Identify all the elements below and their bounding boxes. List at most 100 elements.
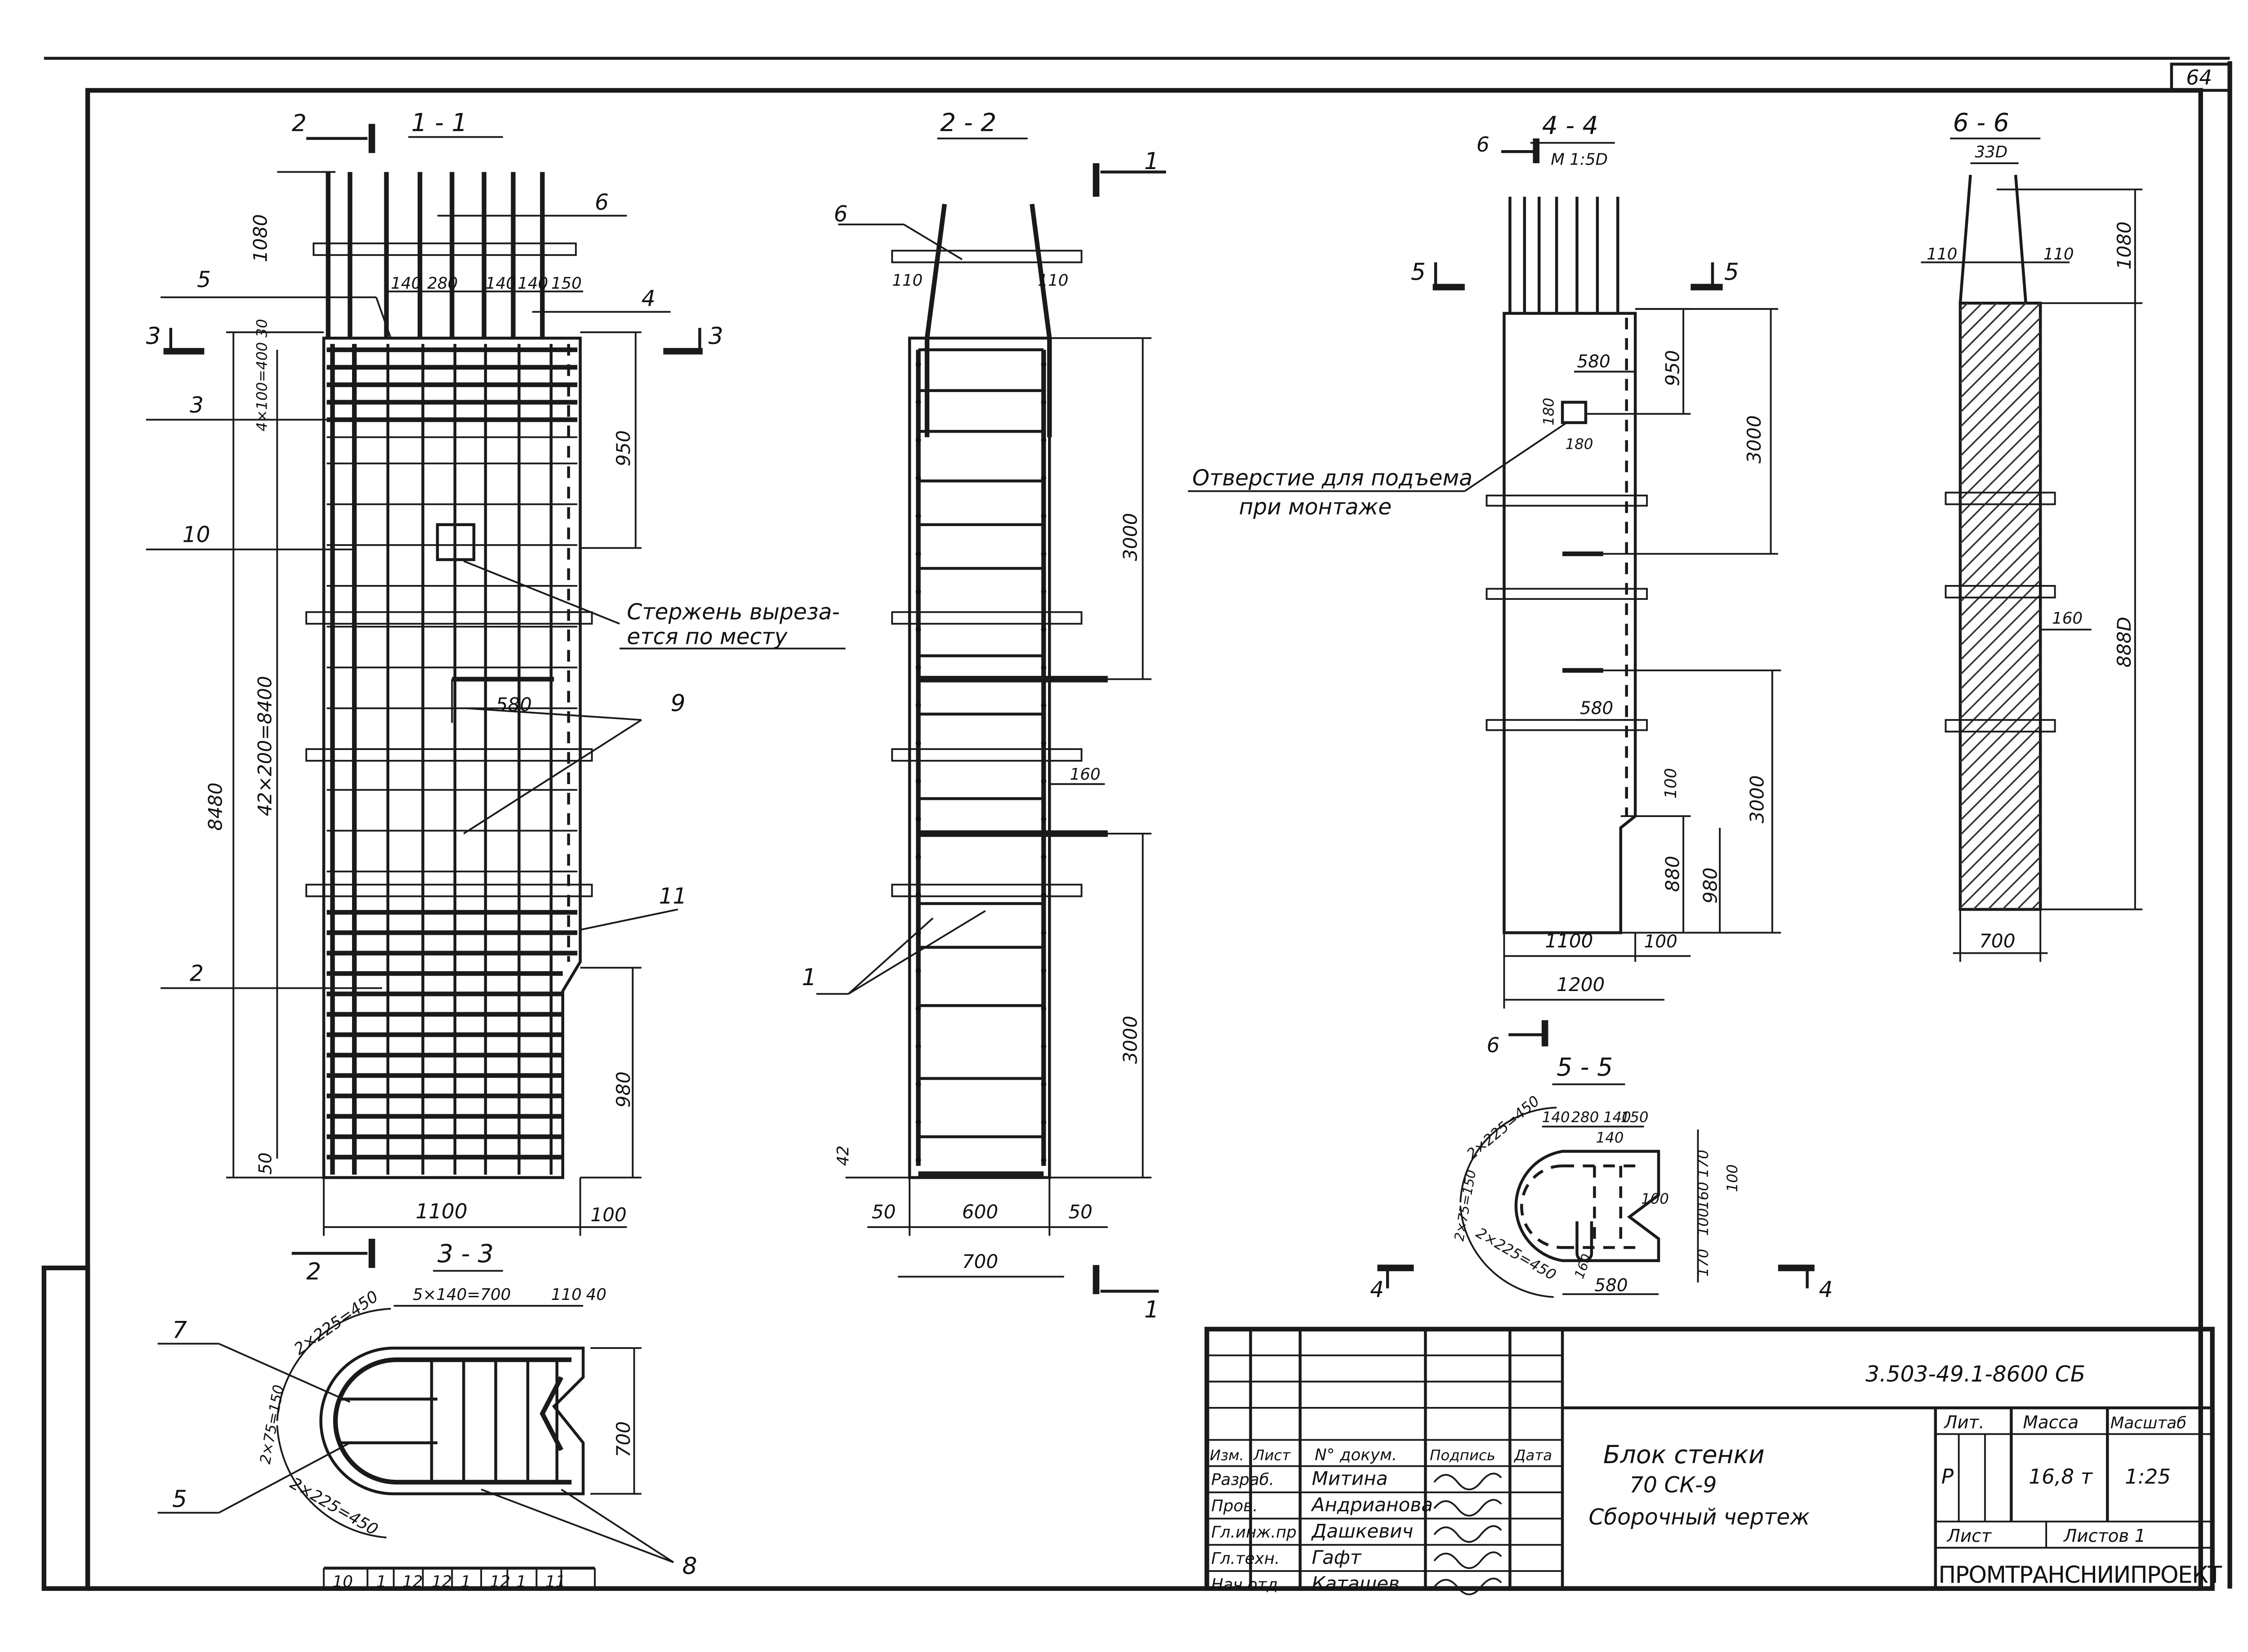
dim-55-140b: 140: [1603, 1109, 1631, 1126]
cut-1-bottom-label: 1: [1144, 1296, 1159, 1323]
hatch-line: [2031, 900, 2041, 910]
dim-11-100: 100: [590, 1204, 626, 1226]
callout-11: 11: [659, 884, 687, 909]
bar-dot: [915, 1119, 921, 1125]
bar-dot: [915, 702, 921, 708]
dim-66-110b: 110: [2043, 245, 2074, 263]
bar-dot: [1041, 1157, 1047, 1163]
bar-dot: [915, 665, 921, 670]
section-2-2: 2 - 2 1 110 110 3000 3000 160 42 50 600: [802, 108, 1166, 1323]
hatch-line: [1987, 856, 2041, 910]
panel-2-2-outline: [908, 336, 1051, 1179]
section-1-1: 1 - 1 2: [146, 108, 846, 1286]
bar-dot: [1041, 854, 1047, 860]
bar-dot: [1041, 930, 1047, 936]
hatch-line: [1959, 813, 2041, 894]
hatch-line: [2016, 885, 2041, 910]
dim-55-160b: 160: [1571, 1252, 1594, 1281]
bar-dot: [915, 399, 921, 405]
vertical-rebars-1-1: [330, 344, 570, 1175]
cut-5-right-label: 5: [1724, 259, 1739, 286]
hatching-6-6: [1959, 302, 2041, 910]
dim-44-1200: 1200: [1557, 973, 1605, 996]
dim-11-50: 50: [255, 1152, 276, 1174]
dim-44-980: 980: [1699, 867, 1722, 903]
hatch-line: [1959, 361, 2041, 442]
schedule-cell: 12: [490, 1573, 510, 1591]
dim-22-700: 700: [962, 1250, 998, 1272]
scale-label: Масштаб: [2110, 1414, 2186, 1432]
role-name: Гафт: [1312, 1546, 1362, 1568]
section-6-6: 6 - 6 33D 110 110 1080 888D 160 700: [1921, 108, 2143, 962]
dim-55-140a: 140: [1542, 1109, 1570, 1126]
bar-dot: [1041, 968, 1047, 973]
col-doc: N° докум.: [1315, 1446, 1397, 1464]
note-rod-line2: ется по месту: [627, 625, 788, 650]
hatch-line: [1959, 623, 2041, 705]
hatch-line: [1959, 390, 2041, 472]
section-2-2-title: 2 - 2: [940, 108, 996, 137]
sheet-number-box: [2170, 63, 2231, 92]
dim-66-110a: 110: [1927, 245, 1957, 263]
cut-1-top-label: 1: [1144, 148, 1159, 175]
lifting-hole-4-4: [1561, 401, 1588, 424]
hatch-line: [1959, 302, 2012, 355]
section-4-4: 4 - 4 M 1:5D 6 5 5 580 180 180 950: [1188, 111, 1781, 1057]
dim-22-110b: 110: [1038, 271, 1068, 290]
cut-4-right-label: 4: [1819, 1277, 1833, 1303]
hatch-line: [2002, 871, 2041, 910]
title-block-grid: [1207, 1329, 1563, 1589]
signature-mark: [1433, 1577, 1502, 1595]
hatch-line: [1959, 798, 2041, 880]
callout-5a: 5: [197, 268, 211, 293]
callout-6a: 6: [595, 190, 609, 215]
bar-dot: [1041, 741, 1047, 746]
col-sign: Подпись: [1430, 1447, 1495, 1464]
cut-6-top-label: 6: [1476, 133, 1490, 156]
col-izm: Изм.: [1210, 1447, 1244, 1464]
dim-55-280: 280: [1571, 1109, 1599, 1126]
callout-8: 8: [682, 1553, 697, 1580]
stem-6-6: [1958, 174, 2028, 304]
dim-22-110a: 110: [892, 271, 923, 290]
dim-44-180a: 180: [1540, 398, 1557, 426]
dim-44-950: 950: [1661, 350, 1683, 386]
cut-2-bottom-label: 2: [306, 1259, 321, 1286]
schedule-cell: 1: [461, 1573, 471, 1591]
bar-dot: [915, 589, 921, 594]
bar-dot: [915, 1081, 921, 1087]
bar-dot: [1041, 362, 1047, 367]
title-line3: Сборочный чертеж: [1588, 1505, 1810, 1530]
bar-dot: [1041, 437, 1047, 443]
bar-dot: [915, 437, 921, 443]
dim-44-3000a: 3000: [1743, 415, 1765, 463]
title-line2: 70 СК-9: [1629, 1473, 1717, 1498]
role-name: Каташев: [1312, 1572, 1400, 1594]
hatch-line: [1959, 667, 2041, 748]
dim-66-160: 160: [2052, 609, 2083, 628]
hatch-line: [1959, 754, 2041, 836]
section-3-3: 3 - 3 5×140=700 110 40 700 2×225=450 2×7…: [157, 1239, 697, 1591]
dim-44-1100: 1100: [1545, 930, 1593, 952]
hatch-line: [1959, 521, 2041, 603]
role-name: Митина: [1312, 1468, 1388, 1490]
dim-66-8880: 888D: [2113, 617, 2135, 668]
section-4-4-title: 4 - 4: [1542, 111, 1598, 140]
hatch-line: [1959, 331, 2041, 413]
callout-6b: 6: [834, 202, 848, 227]
hatch-line: [1959, 536, 2041, 617]
lit-value: Р: [1941, 1465, 1954, 1489]
dim-22-3000a: 3000: [1120, 513, 1142, 561]
dim-22-50b: 50: [1068, 1201, 1093, 1223]
lit-label: Лит.: [1943, 1412, 1985, 1433]
hatch-line: [1959, 433, 2041, 515]
schedule-cell: 1: [376, 1573, 387, 1591]
dim-55-150: 150: [1621, 1109, 1649, 1126]
signature-mark: [1433, 1473, 1502, 1491]
hatch-line: [1959, 769, 2041, 850]
horizontal-rebars-1-1: [326, 347, 578, 1160]
plan-3-3-outline: [319, 1346, 585, 1496]
dim-44-100: 100: [1662, 768, 1680, 799]
